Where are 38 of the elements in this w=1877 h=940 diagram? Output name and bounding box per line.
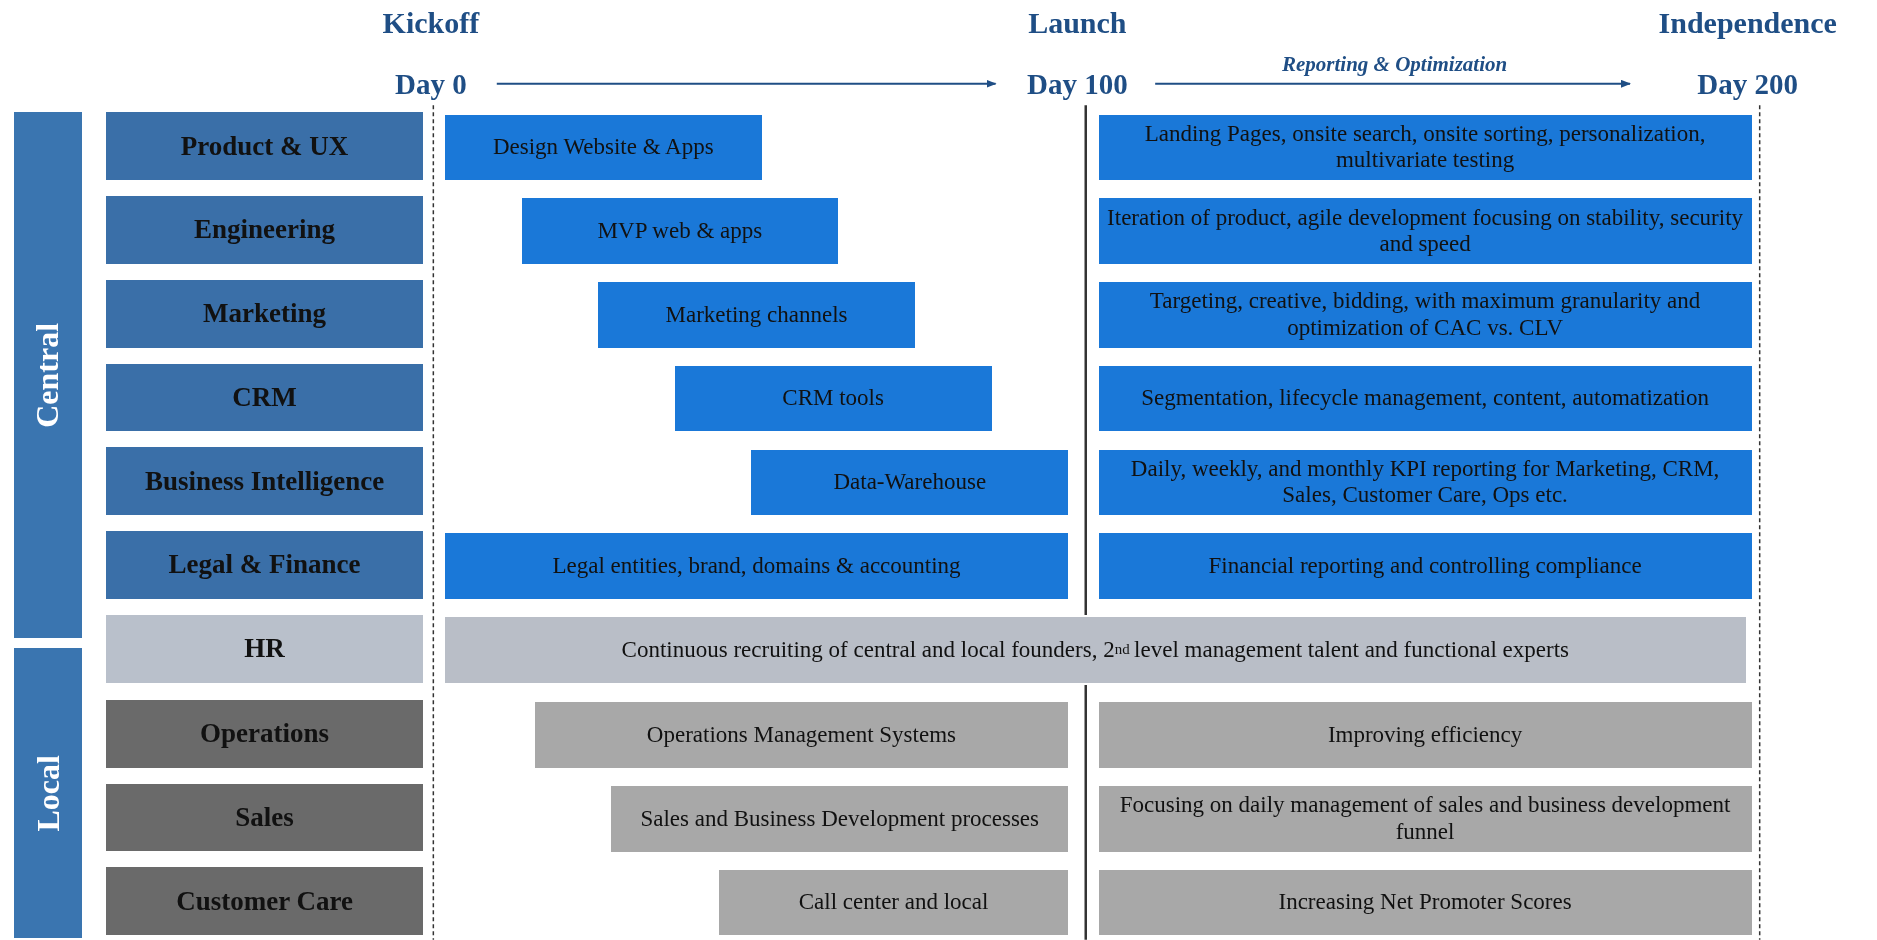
task-bar: Targeting, creative, bidding, with maximum granularity and optimization of CAC vs. CLV [1096, 280, 1754, 350]
milestone-name: Kickoff [382, 6, 480, 41]
task-bar: MVP web & apps [519, 196, 841, 266]
task-bar: Focusing on daily management of sales and business development funnel [1096, 784, 1754, 854]
row-label: Sales [104, 781, 425, 854]
task-bar: Operations Management Systems [532, 700, 1071, 770]
day-label: Day 100 [1027, 68, 1128, 102]
timeline-arrow [1154, 79, 1631, 88]
row-label: Legal & Finance [104, 529, 425, 601]
task-bar: CRM tools [672, 363, 994, 434]
milestone-name: Launch [1028, 6, 1127, 41]
row-label: Engineering [104, 193, 425, 266]
day-label: Day 0 [395, 68, 467, 102]
task-bar: Daily, weekly, and monthly KPI reporting for Marketing, CRM, Sales, Customer Care, Ops etc. [1096, 447, 1754, 518]
row-label: Customer Care [104, 865, 425, 938]
task-bar: Iteration of product, agile development focusing on stability, security and speed [1096, 196, 1754, 266]
task-bar: Increasing Net Promoter Scores [1096, 867, 1754, 938]
row-label: Marketing [104, 277, 425, 350]
task-bar: Legal entities, brand, domains & accounting [442, 531, 1071, 601]
timeline-arrow [495, 79, 997, 88]
task-bar: Financial reporting and controlling compliance [1096, 531, 1754, 601]
task-bar: Segmentation, lifecycle management, content, automatization [1096, 363, 1754, 434]
row-label: Operations [104, 697, 425, 770]
task-bar: Improving efficiency [1096, 700, 1754, 770]
task-bar: Design Website & Apps [442, 112, 764, 182]
row-label: Product & UX [104, 110, 425, 182]
group-band: Local [11, 646, 84, 940]
milestone-name: Independence [1658, 6, 1837, 41]
row-label: Business Intelligence [104, 445, 425, 518]
task-bar: Data-Warehouse [749, 447, 1071, 518]
day-label: Day 200 [1697, 68, 1799, 102]
task-bar: Landing Pages, onsite search, onsite sorting, personalization, multivariate testing [1096, 112, 1754, 182]
group-band: Central [11, 110, 84, 641]
row-label: CRM [104, 361, 425, 434]
task-bar: Sales and Business Development processes [609, 784, 1071, 854]
task-bar: Call center and local [717, 867, 1071, 938]
task-bar: Marketing channels [596, 280, 917, 350]
row-label: HR [104, 612, 425, 685]
